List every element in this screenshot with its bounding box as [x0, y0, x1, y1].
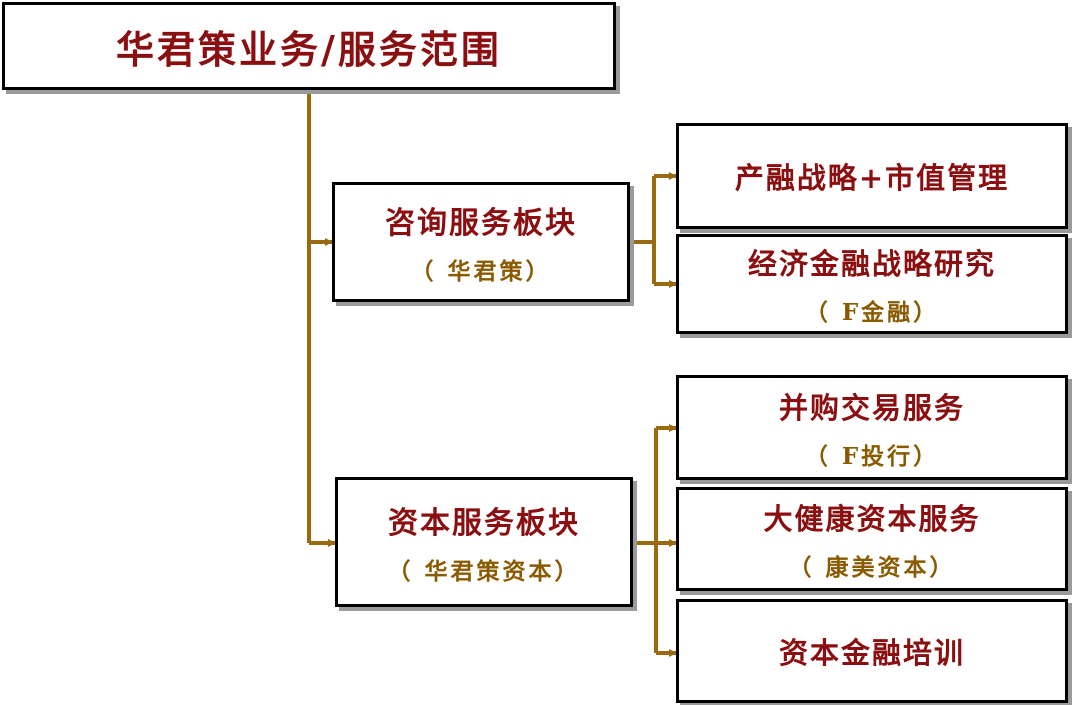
economic-research-subtitle: （ F金融）	[804, 299, 940, 326]
mna-service-subtitle: （ F投行）	[804, 442, 940, 470]
economic-research-node: 经济金融战略研究 （ F金融）	[676, 234, 1068, 334]
health-capital-node: 大健康资本服务 （ 康美资本）	[676, 487, 1068, 591]
health-capital-title: 大健康资本服务	[763, 502, 981, 536]
consulting-node: 咨询服务板块 （ 华君策）	[332, 182, 630, 302]
root-title: 华君策业务/服务范围	[116, 26, 502, 72]
health-capital-subtitle: （ 康美资本）	[788, 554, 956, 581]
finance-training-node: 资本金融培训	[676, 599, 1068, 703]
consulting-title: 咨询服务板块	[385, 206, 577, 241]
industry-strategy-title: 产融战略+市值管理	[734, 161, 1010, 195]
root-node: 华君策业务/服务范围	[2, 2, 616, 90]
economic-research-title: 经济金融战略研究	[747, 247, 996, 281]
capital-title: 资本服务板块	[388, 506, 580, 541]
industry-strategy-node: 产融战略+市值管理	[676, 123, 1068, 229]
capital-connectors	[633, 424, 677, 657]
mna-service-title: 并购交易服务	[778, 390, 965, 425]
root-connectors	[307, 90, 336, 547]
mna-service-node: 并购交易服务 （ F投行）	[676, 375, 1068, 480]
consulting-connectors	[630, 172, 677, 288]
capital-subtitle: （ 华君策资本）	[387, 558, 581, 585]
consulting-subtitle: （ 华君策）	[410, 258, 552, 285]
finance-training-title: 资本金融培训	[778, 636, 965, 670]
capital-node: 资本服务板块 （ 华君策资本）	[335, 477, 633, 607]
